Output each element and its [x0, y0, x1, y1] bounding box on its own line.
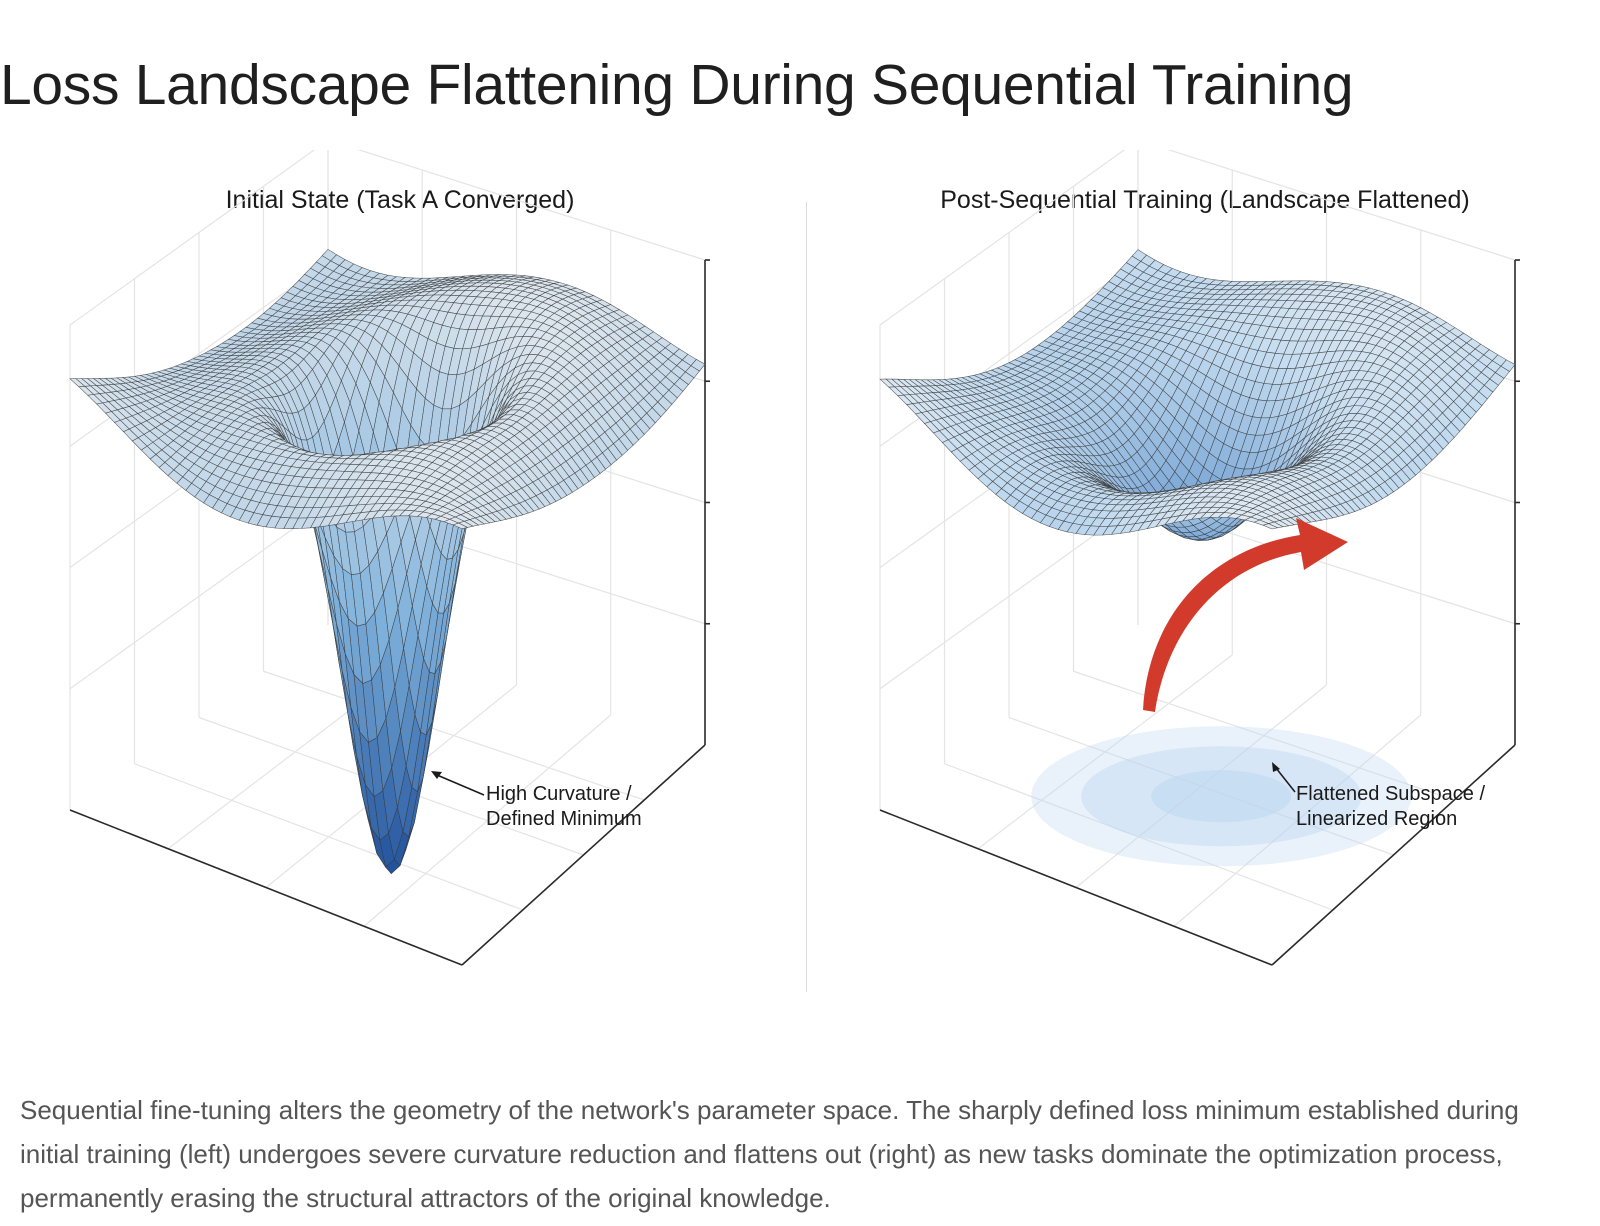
- right-annotation-pointer: [1275, 767, 1296, 793]
- figure-caption: Sequential fine-tuning alters the geomet…: [20, 1095, 1519, 1213]
- left-annotation-line1: High Curvature /: [486, 783, 632, 805]
- right-panel-title: Post-Sequential Training (Landscape Flat…: [940, 186, 1470, 214]
- figure: Initial State (Task A Converged) Post-Se…: [0, 150, 1600, 1010]
- left-annotation-pointer: [436, 774, 485, 796]
- right-floor-shadow: [1031, 726, 1412, 867]
- right-annotation-line1: Flattened Subspace /: [1296, 783, 1485, 805]
- right-loss-surface: [879, 249, 1516, 541]
- right-annotation-arrowhead: [1272, 762, 1280, 772]
- floor-shadow-ring: [1151, 770, 1292, 823]
- red-curved-arrow: [1143, 518, 1348, 712]
- left-loss-surface: [69, 248, 706, 875]
- left-annotation-line2: Defined Minimum: [486, 808, 642, 830]
- surface-facet: [452, 522, 469, 529]
- left-annotation-arrowhead: [431, 771, 442, 779]
- right-annotation: Flattened Subspace / Linearized Region: [1272, 762, 1485, 830]
- panel-divider: [806, 202, 807, 992]
- right-transition-arrow: [1143, 518, 1348, 712]
- page-title: Loss Landscape Flattening During Sequent…: [0, 53, 1354, 117]
- left-surface-plot: High Curvature / Defined Minimum: [69, 150, 710, 966]
- surface-facet: [1262, 523, 1279, 530]
- left-annotation: High Curvature / Defined Minimum: [431, 771, 642, 830]
- right-annotation-line2: Linearized Region: [1296, 808, 1457, 830]
- right-surface-plot: Flattened Subspace / Linearized Region: [879, 150, 1520, 966]
